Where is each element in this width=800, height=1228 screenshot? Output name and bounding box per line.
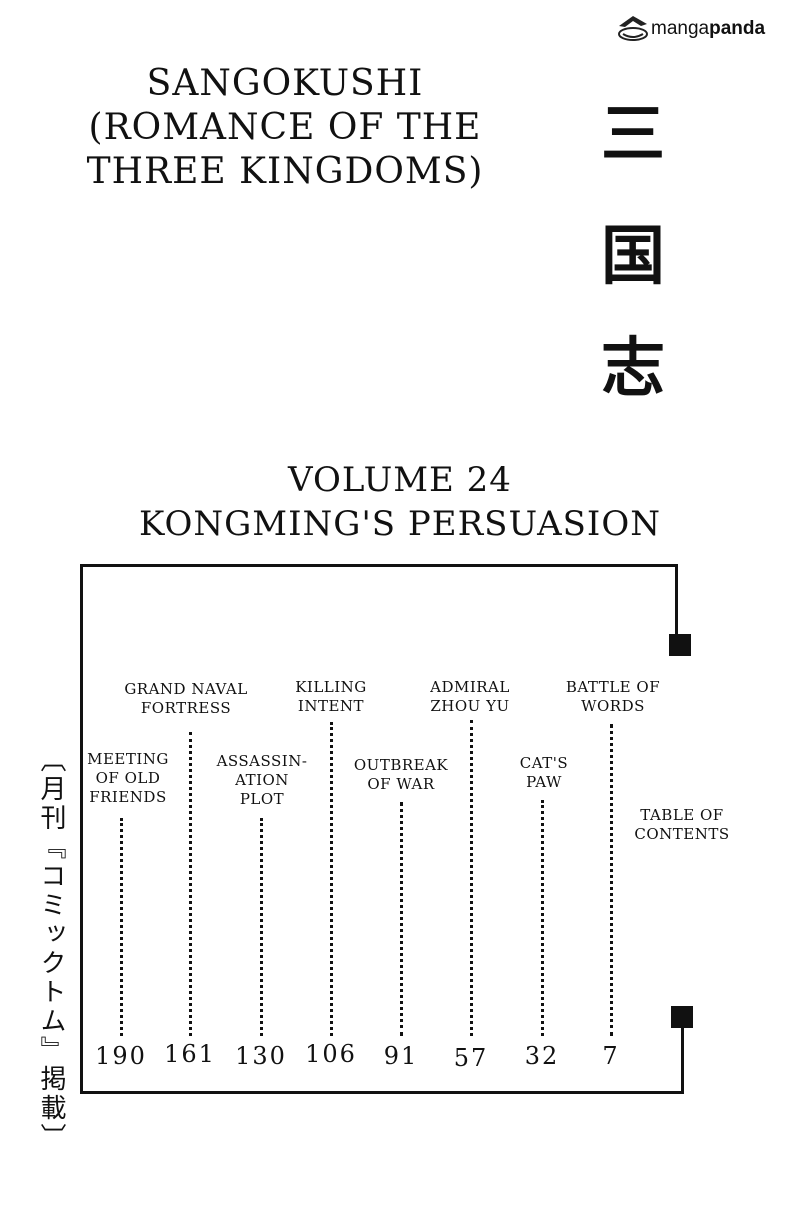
chapter-page: 32 — [524, 1042, 560, 1070]
toc-heading: Table of Contents — [622, 806, 742, 844]
chapter-title-line: of old — [95, 769, 161, 787]
toc-heading-line1: Table of — [640, 806, 724, 824]
frame-right-top — [675, 564, 678, 634]
toc-heading-line2: Contents — [634, 825, 730, 843]
chapter-title-line: fortress — [140, 699, 232, 717]
chapter-title: Assassin- ation plot — [202, 752, 322, 809]
watermark-prefix: manga — [651, 18, 710, 39]
chapter-title-line: friends — [89, 788, 167, 806]
hat-icon — [618, 16, 648, 41]
chapter-leader-dots — [400, 802, 403, 1036]
chapter-title: Grand naval fortress — [106, 680, 266, 718]
chapter-leader-dots — [470, 720, 473, 1036]
chapter-title-line: intent — [297, 697, 365, 715]
chapter-title-line: of war — [367, 775, 435, 793]
chapter-leader-dots — [189, 732, 192, 1036]
volume-number: Volume 24 — [288, 460, 512, 500]
chapter-title-line: ation — [235, 771, 289, 789]
chapter-page: 57 — [453, 1044, 489, 1072]
kanji-koku: 国 — [601, 220, 665, 294]
chapter-page: 130 — [235, 1042, 287, 1070]
kanji-san: 三 — [601, 98, 665, 172]
chapter-title-line: Killing — [295, 678, 367, 696]
chapter-title-line: Outbreak — [353, 756, 449, 774]
chapter-page: 190 — [95, 1042, 147, 1070]
frame-left — [80, 564, 83, 1094]
chapter-title-line: Battle of — [565, 678, 661, 696]
series-title-line2: (Romance of the — [88, 107, 482, 148]
frame-right-bottom — [681, 1028, 684, 1094]
chapter-title-line: plot — [239, 790, 285, 808]
chapter-title-line: Cat's — [519, 754, 569, 772]
publication-note: 〔月刊『コミックトム』掲載〕 — [36, 746, 66, 1152]
chapter-leader-dots — [260, 818, 263, 1036]
kanji-shi: 志 — [601, 332, 665, 406]
chapter-page: 91 — [383, 1042, 419, 1070]
chapter-title: Cat's paw — [484, 754, 604, 792]
chapter-title-line: paw — [526, 773, 562, 791]
chapter-title: Meeting of old friends — [72, 750, 184, 807]
chapter-leader-dots — [330, 722, 333, 1036]
series-title-line1: Sangokushi — [146, 63, 424, 104]
chapter-title-line: words — [581, 697, 645, 715]
watermark-text: mangapanda — [651, 18, 765, 40]
chapter-leader-dots — [120, 818, 123, 1036]
frame-bottom — [80, 1091, 684, 1094]
watermark-logo: mangapanda — [615, 12, 790, 46]
frame-top — [80, 564, 678, 567]
chapter-title: Battle of words — [553, 678, 673, 716]
watermark-suffix: panda — [709, 18, 766, 39]
chapter-page: 7 — [602, 1042, 620, 1070]
chapter-title-line: Admiral — [430, 678, 510, 696]
chapter-title: Killing intent — [271, 678, 391, 716]
chapter-leader-dots — [541, 800, 544, 1036]
chapter-title-line: Meeting — [87, 750, 169, 768]
chapter-title-line: Grand naval — [124, 680, 248, 698]
chapter-title-line: Zhou Yu — [430, 697, 510, 715]
chapter-title: Admiral Zhou Yu — [410, 678, 530, 716]
volume-title: Kongming's Persuasion — [139, 504, 661, 544]
series-title: Sangokushi (Romance of the Three Kingdom… — [60, 62, 510, 194]
series-title-line3: Three Kingdoms) — [86, 151, 484, 192]
chapter-page: 106 — [305, 1040, 357, 1068]
chapter-title-line: Assassin- — [216, 752, 308, 770]
chapter-leader-dots — [610, 724, 613, 1036]
chapter-page: 161 — [164, 1040, 216, 1068]
frame-square-bottom — [671, 1006, 693, 1028]
frame-square-top — [669, 634, 691, 656]
chapter-title: Outbreak of war — [341, 756, 461, 794]
